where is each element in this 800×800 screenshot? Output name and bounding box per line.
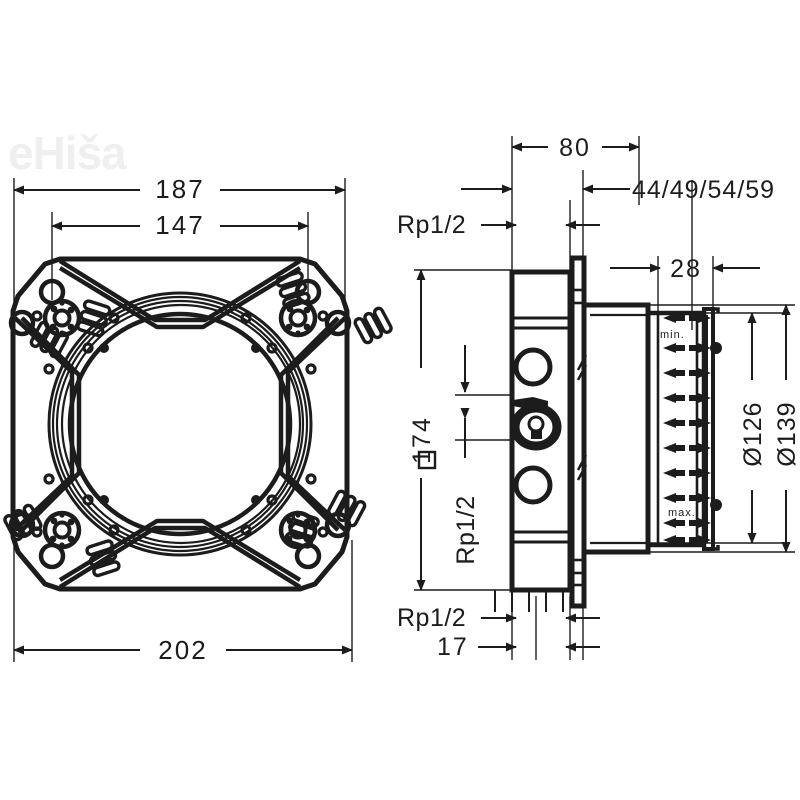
dimension-139-value: 139	[773, 401, 800, 446]
dimension-80: 80	[511, 133, 640, 162]
port-upper-icon	[513, 347, 553, 387]
dimension-174: 174	[406, 269, 512, 591]
dimension-147-label: 147	[155, 210, 204, 240]
corner-hole-clusters	[45, 300, 315, 547]
mounting-plate-outline	[10, 256, 350, 592]
min-marker-label: min.	[660, 329, 685, 341]
thread-callout-rp-top: Rp1/2	[397, 211, 600, 239]
max-marker-label: max.	[668, 507, 696, 519]
serration-right-arrows	[689, 313, 711, 545]
dimension-174-label: 174	[408, 416, 436, 464]
port-lower-icon	[513, 465, 553, 505]
diameter-symbol-icon: Ø	[739, 446, 767, 466]
cap-fastener-top-icon	[710, 342, 722, 354]
cap-fastener-bottom-icon	[710, 499, 722, 511]
dimension-28-label: 28	[670, 255, 702, 283]
escutcheon-collar	[585, 302, 651, 555]
dimension-28: 28	[610, 255, 760, 283]
thread-callout-rp-mid: Rp1/2	[452, 345, 512, 565]
dimension-202: 202	[13, 635, 353, 665]
trim-cap	[702, 307, 722, 551]
flange-wall	[569, 255, 588, 609]
dimension-126-value: 126	[739, 401, 767, 446]
dimension-diameter-126-label: Ø126	[739, 401, 767, 466]
dimension-diameter-139-label: Ø139	[773, 401, 800, 466]
dimension-44-49-54-59-label: 44/49/54/59	[632, 176, 775, 204]
dimension-17-label: 17	[437, 633, 469, 661]
thread-callout-rp-mid-label: Rp1/2	[452, 495, 480, 564]
dimension-187: 187	[13, 174, 346, 204]
center-bore-rings	[47, 291, 313, 557]
port-center-icon	[510, 403, 562, 451]
ring-tabs	[99, 343, 261, 505]
thread-callout-rp-bottom-label: Rp1/2	[397, 604, 466, 632]
port-arrow-marker	[513, 397, 548, 409]
dimension-80-label: 80	[559, 134, 591, 162]
dimension-202-label: 202	[158, 635, 207, 665]
diameter-symbol-icon-2: Ø	[773, 446, 800, 466]
square-symbol-icon	[417, 450, 437, 470]
dimension-147: 147	[51, 210, 309, 240]
dimension-diameter-139: Ø139	[771, 304, 800, 553]
serration-arrows	[663, 313, 711, 545]
thread-callout-rp-bottom: Rp1/2	[397, 604, 600, 632]
dimension-44-49-54-59: 44/49/54/59	[461, 176, 775, 204]
section-view: 80 44/49/54/59 Rp1/2 28	[397, 133, 800, 661]
dimension-17: 17	[437, 633, 600, 661]
serration-left-arrows	[663, 313, 685, 545]
dimension-187-label: 187	[155, 174, 204, 204]
dimension-diameter-126: Ø126	[737, 312, 769, 544]
front-view: 187 147 202	[1, 174, 395, 665]
wall-hatching	[494, 590, 564, 612]
plate-small-holes	[31, 310, 329, 538]
thread-callout-rp-top-label: Rp1/2	[397, 211, 466, 239]
body-ports	[510, 347, 562, 505]
